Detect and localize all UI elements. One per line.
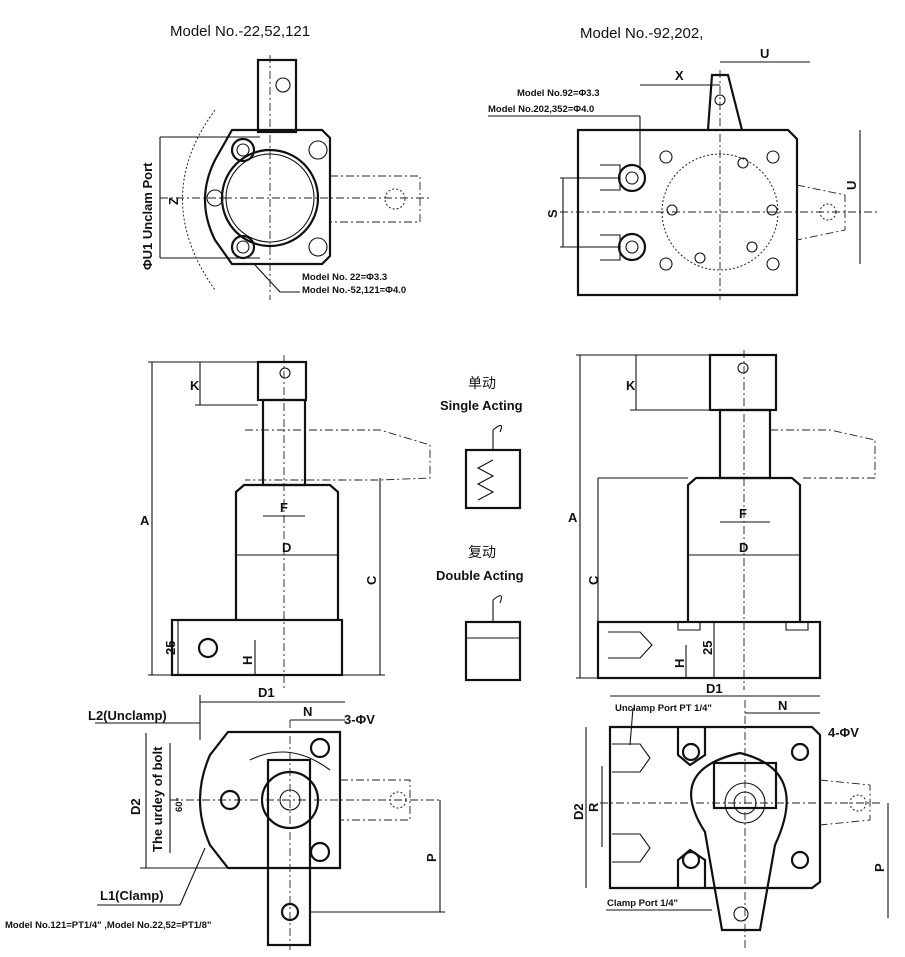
br-dim-r: R bbox=[586, 802, 601, 812]
mr-dim-25: 25 bbox=[700, 641, 715, 655]
bl-angle: 60° bbox=[174, 797, 185, 812]
mr-dim-d: D bbox=[739, 540, 748, 555]
br-holes: 4-ΦV bbox=[828, 725, 859, 740]
bl-dim-d1: D1 bbox=[258, 685, 275, 700]
bl-l1-clamp: L1(Clamp) bbox=[100, 888, 164, 903]
mr-dim-c: C bbox=[586, 575, 601, 585]
br-dim-p: P bbox=[872, 863, 887, 872]
mr-dim-f: F bbox=[739, 506, 747, 521]
bottom-right-view bbox=[585, 695, 889, 950]
top-right-view bbox=[488, 61, 880, 300]
ml-dim-d: D bbox=[282, 540, 291, 555]
dim-z: Z bbox=[166, 197, 181, 205]
bl-port-note: Model No.121=PT1/4" ,Model No.22,52=PT1/… bbox=[5, 920, 211, 931]
bl-dim-p: P bbox=[424, 853, 439, 862]
mr-dim-h: H bbox=[672, 659, 687, 668]
ml-dim-c: C bbox=[364, 575, 379, 585]
dim-s: S bbox=[545, 209, 560, 218]
br-clamp-port: Clamp Port 1/4" bbox=[607, 898, 678, 909]
single-acting-symbol bbox=[464, 424, 522, 510]
br-unclamp-port: Unclamp Port PT 1/4" bbox=[615, 703, 712, 714]
ml-dim-k: K bbox=[190, 378, 200, 393]
double-acting-cn: 复动 bbox=[468, 544, 496, 560]
br-dim-n: N bbox=[778, 698, 787, 713]
mr-dim-k: K bbox=[626, 378, 636, 393]
ml-dim-h: H bbox=[240, 656, 255, 665]
dim-x: X bbox=[675, 68, 684, 83]
ml-dim-f: F bbox=[280, 500, 288, 515]
top-left-note-2: Model No.-52,121=Φ4.0 bbox=[302, 285, 406, 296]
dim-u-right: U bbox=[844, 181, 859, 190]
title-left: Model No.-22,52,121 bbox=[170, 23, 310, 40]
br-dim-d1: D1 bbox=[706, 681, 723, 696]
mid-right-view bbox=[576, 350, 876, 690]
ml-dim-25: 25 bbox=[163, 641, 178, 655]
top-left-view bbox=[159, 55, 430, 300]
mid-left-view bbox=[148, 355, 431, 690]
bl-bolt-label: The urdey of bolt bbox=[150, 746, 165, 852]
bl-dim-d2: D2 bbox=[128, 798, 143, 815]
ml-dim-a: A bbox=[140, 513, 150, 528]
top-right-note-2: Model No.202,352=Φ4.0 bbox=[488, 104, 594, 115]
top-left-note-1: Model No. 22=Φ3.3 bbox=[302, 272, 387, 283]
double-acting-symbol bbox=[464, 595, 522, 682]
br-dim-d2: D2 bbox=[571, 803, 586, 820]
top-right-note-1: Model No.92=Φ3.3 bbox=[517, 88, 600, 99]
bl-holes: 3-ΦV bbox=[344, 712, 375, 727]
title-right: Model No.-92,202, bbox=[580, 25, 703, 42]
mr-dim-a: A bbox=[568, 510, 578, 525]
bottom-left-view bbox=[95, 695, 445, 950]
single-acting-cn: 单动 bbox=[468, 375, 496, 391]
bl-l2-unclamp: L2(Unclamp) bbox=[88, 708, 167, 723]
bl-dim-n: N bbox=[303, 704, 312, 719]
unclamp-port-label: ΦU1 Unclam Port bbox=[140, 162, 155, 270]
dim-u-top: U bbox=[760, 46, 769, 61]
double-acting-en: Double Acting bbox=[436, 568, 524, 583]
single-acting-en: Single Acting bbox=[440, 398, 523, 413]
